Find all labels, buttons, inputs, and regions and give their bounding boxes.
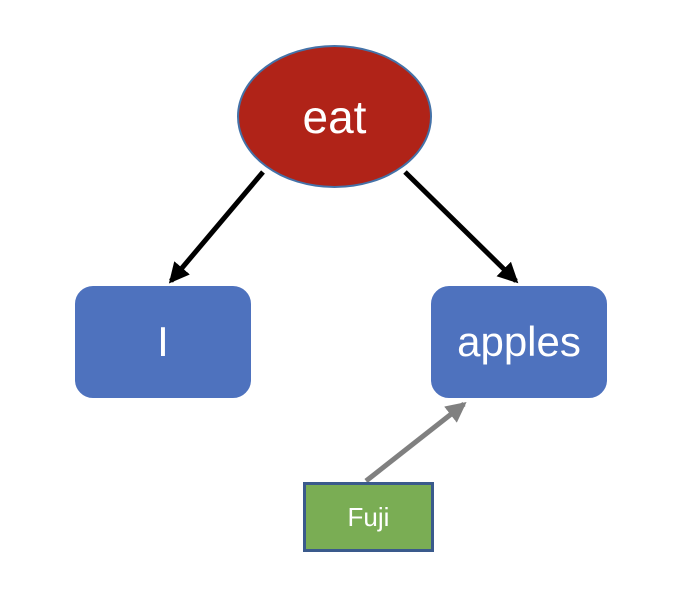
edge-fuji-to-apples — [364, 401, 467, 483]
edge-eat-to-i — [168, 170, 265, 284]
node-apples[interactable]: apples — [431, 286, 607, 398]
edge-eat-to-apples — [403, 170, 519, 284]
node-fuji-label: Fuji — [347, 502, 390, 532]
node-fuji[interactable]: Fuji — [303, 482, 434, 552]
node-i-label: I — [157, 318, 169, 365]
node-eat[interactable]: eat — [237, 45, 432, 188]
node-eat-label: eat — [302, 90, 367, 143]
node-i[interactable]: I — [75, 286, 251, 398]
node-apples-label: apples — [457, 318, 581, 365]
